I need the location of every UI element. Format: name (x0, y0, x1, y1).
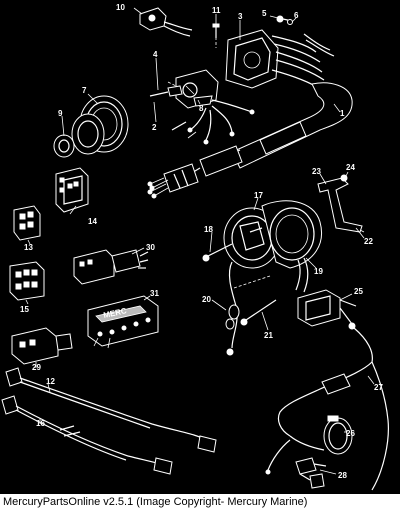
part-3-rear-housing[interactable] (225, 29, 279, 89)
callout-30: 30 (146, 243, 155, 252)
callout-13: 13 (24, 243, 33, 252)
part-19-gauge-housing[interactable] (261, 200, 322, 293)
callout-22: 22 (364, 237, 373, 246)
part-2-retainer[interactable] (153, 101, 157, 123)
callout-26: 26 (346, 429, 355, 438)
callout-3: 3 (238, 12, 243, 21)
callout-25: 25 (354, 287, 363, 296)
callout-9: 9 (58, 109, 63, 118)
part-11-screw[interactable] (212, 22, 220, 48)
part-31-terminal-block[interactable]: MERC (87, 295, 159, 349)
part-13-connector[interactable] (13, 205, 41, 241)
callout-14: 14 (88, 217, 97, 226)
part-20-lamp-assembly[interactable] (225, 261, 271, 356)
part-30-connector-leads[interactable] (73, 249, 149, 285)
callout-4: 4 (153, 50, 158, 59)
part-24-nut[interactable] (340, 174, 348, 182)
part-15-connector[interactable] (9, 261, 45, 301)
callout-24: 24 (346, 163, 355, 172)
part-28-sender-connector[interactable] (295, 457, 327, 489)
callout-31: 31 (150, 289, 159, 298)
callout-16: 16 (36, 419, 45, 428)
part-23-bracket[interactable] (317, 177, 363, 233)
part-10-switch-clip[interactable] (139, 7, 193, 37)
callout-28: 28 (338, 471, 347, 480)
part-8-switch-leads[interactable] (171, 99, 255, 145)
callout-20: 20 (202, 295, 211, 304)
part-18-screw[interactable] (202, 243, 233, 262)
callout-8: 8 (199, 104, 204, 113)
callout-18: 18 (204, 225, 213, 234)
part-1-wiring-harness[interactable] (147, 33, 353, 199)
callout-6: 6 (294, 11, 299, 20)
part-22-bracket-leader[interactable] (359, 229, 365, 233)
callout-5: 5 (262, 9, 267, 18)
part-29-connector[interactable] (11, 327, 73, 365)
copyright-caption: MercuryPartsOnline v2.5.1 (Image Copyrig… (0, 494, 400, 510)
callout-29: 29 (32, 363, 41, 372)
part-4-ignition-switch[interactable] (149, 69, 219, 109)
callout-1: 1 (340, 109, 345, 118)
part-6-nut[interactable] (287, 19, 293, 25)
part-26-hose-clamp[interactable] (323, 415, 353, 455)
part-27-sender-harness[interactable] (265, 327, 389, 491)
part-25-mounting-bracket[interactable] (297, 289, 357, 330)
callout-10: 10 (116, 3, 125, 12)
callout-23: 23 (312, 167, 321, 176)
exploded-parts-diagram: MERC (1, 3, 389, 491)
part-14-connector-block[interactable] (55, 167, 89, 213)
part-12-extension-harness[interactable] (5, 367, 217, 453)
part-16-extension-harness[interactable] (1, 395, 173, 475)
callout-2: 2 (152, 123, 157, 132)
callout-19: 19 (314, 267, 323, 276)
callout-11: 11 (212, 6, 221, 15)
part-21-screw[interactable] (240, 299, 277, 326)
callout-15: 15 (20, 305, 29, 314)
callout-7: 7 (82, 86, 87, 95)
leader-lines (25, 7, 375, 475)
part-9-nut[interactable] (53, 134, 75, 158)
callout-17: 17 (254, 191, 263, 200)
callout-labels: 10 11 3 5 6 4 7 9 2 8 1 14 13 15 30 31 2… (20, 3, 383, 480)
callout-12: 12 (46, 377, 55, 386)
part-5-screw[interactable] (276, 15, 293, 23)
callout-27: 27 (374, 383, 383, 392)
callout-21: 21 (264, 331, 273, 340)
part-7-retainer-rings[interactable] (71, 95, 129, 155)
